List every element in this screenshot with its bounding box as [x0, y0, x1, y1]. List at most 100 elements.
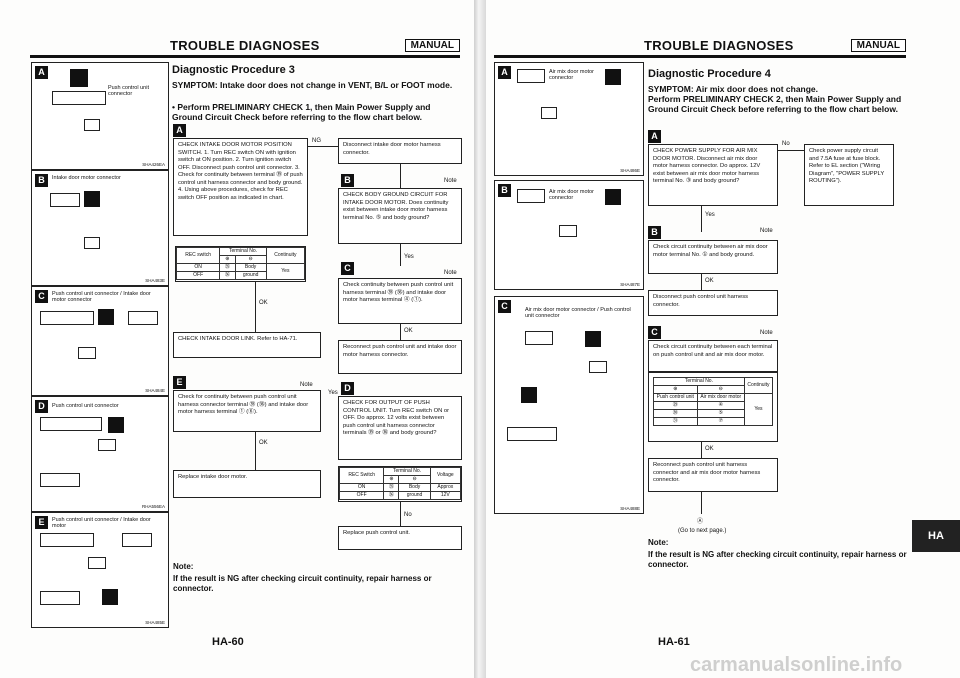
- flow-connector: [701, 274, 702, 290]
- diagram-badge: C: [498, 300, 511, 313]
- page-number: HA-60: [212, 636, 244, 648]
- ok-label: OK: [404, 328, 413, 334]
- flow-connector: [308, 146, 338, 147]
- procedure-title: Diagnostic Procedure 3: [172, 64, 295, 76]
- diagram-code: SHA485E: [145, 620, 165, 625]
- connector-icon: [98, 309, 114, 325]
- diagram-a: A Air mix door motor connector SHA486E: [494, 62, 644, 176]
- table-cell: ⊖: [398, 475, 431, 484]
- diagram-badge: A: [35, 66, 48, 79]
- table-cell: Air mix door motor: [696, 393, 745, 402]
- flow-label-c: C: [648, 326, 661, 339]
- diagram-b: B Air mix door motor connector SHA487E: [494, 180, 644, 290]
- meter-icon: [559, 225, 577, 237]
- step-check-fuse: Check power supply circuit and 7.5A fuse…: [804, 144, 894, 206]
- diagram-label: Push control unit connector: [108, 85, 149, 98]
- connector-icon: [40, 473, 80, 487]
- table-cell: ④: [696, 401, 745, 410]
- diagram-label: Intake door motor connector: [52, 175, 121, 181]
- meter-icon: [78, 347, 96, 359]
- connector-icon: [102, 589, 118, 605]
- connector-icon: [40, 533, 94, 547]
- flow-connector: [778, 150, 804, 151]
- step-replace-intake: Replace intake door motor.: [173, 470, 321, 498]
- step-check-terminals: Check circuit continuity between each te…: [648, 340, 778, 372]
- flow-connector: [255, 282, 256, 332]
- right-page: TROUBLE DIAGNOSES MANUAL A Air mix door …: [486, 0, 960, 678]
- meter-icon: [541, 107, 557, 119]
- connector-icon: [50, 193, 80, 207]
- note-label: Note:: [173, 562, 194, 571]
- page-number: HA-61: [658, 636, 690, 648]
- diagram-a: A Push control unit connector SHA426EA: [31, 62, 169, 170]
- flow-connector: [400, 324, 401, 340]
- flow-connector: [400, 244, 401, 266]
- table-cell: Push control unit: [653, 393, 698, 402]
- table-cell: Body: [234, 263, 267, 272]
- diagram-badge: A: [498, 66, 511, 79]
- flow-label-e: E: [173, 376, 186, 389]
- table-cell: ㉙: [653, 401, 698, 410]
- note-tag: Note: [760, 330, 773, 336]
- diagram-label: Air mix door motor connector / Push cont…: [525, 307, 631, 320]
- connector-icon: [108, 417, 124, 433]
- right-header: TROUBLE DIAGNOSES MANUAL: [494, 36, 906, 58]
- note-tag: Note: [444, 270, 457, 276]
- step-check-continuity: Check continuity between push control un…: [338, 278, 462, 324]
- page-gutter: [474, 0, 486, 678]
- table-cell: ㊱: [383, 491, 400, 500]
- table-cell: Continuity: [743, 377, 774, 394]
- ok-label: OK: [705, 446, 714, 452]
- step-replace-push: Replace push control unit.: [338, 526, 462, 550]
- section-tab: HA: [912, 520, 960, 552]
- table-cell: ON: [175, 263, 221, 272]
- connector-icon: [40, 591, 80, 605]
- step-reconnect: Reconnect push control unit harness conn…: [648, 458, 778, 492]
- connector-icon: [70, 69, 88, 87]
- connector-icon: [517, 69, 545, 83]
- left-header-badge: MANUAL: [404, 39, 460, 52]
- diagram-label: Push control unit connector: [52, 403, 119, 409]
- diagram-label: Push control unit connector / Intake doo…: [52, 291, 151, 304]
- step-check-ground: CHECK BODY GROUND CIRCUIT FOR INTAKE DOO…: [338, 188, 462, 244]
- goto-next-page: (Go to next page.): [678, 528, 727, 534]
- connector-icon: [605, 69, 621, 85]
- connector-icon: [585, 331, 601, 347]
- table-cell: ground: [234, 271, 267, 280]
- table-cell: Yes: [743, 393, 774, 426]
- table-cell: ㉛: [653, 417, 698, 426]
- table-cell: ⊕: [383, 475, 400, 484]
- left-page: TROUBLE DIAGNOSES MANUAL A Push control …: [0, 0, 474, 678]
- procedure-title: Diagnostic Procedure 4: [648, 68, 771, 80]
- table-cell: ON: [338, 483, 385, 492]
- note-label: Note:: [648, 538, 669, 547]
- meter-icon: [84, 119, 100, 131]
- table-cell: ⊖: [696, 385, 745, 394]
- note-tag: Note: [760, 228, 773, 234]
- step-reconnect: Reconnect push control unit and intake d…: [338, 340, 462, 374]
- diagram-code: SHA484E: [145, 388, 165, 393]
- note-text: If the result is NG after checking circu…: [648, 550, 907, 569]
- flow-label-c: C: [341, 262, 354, 275]
- flow-connector: [400, 502, 401, 526]
- table-cell: REC Switch: [338, 467, 385, 484]
- connector-icon: [40, 417, 102, 431]
- meter-icon: [84, 237, 100, 249]
- step-check-power: CHECK POWER SUPPLY FOR AIR MIX DOOR MOTO…: [648, 144, 778, 206]
- flow-label-b: B: [341, 174, 354, 187]
- table-cell: ⊕: [653, 385, 698, 394]
- flow-label-b: B: [648, 226, 661, 239]
- symptom-text: SYMPTOM: Air mix door does not change.: [648, 84, 819, 94]
- diagram-code: SHA426EA: [142, 162, 165, 167]
- right-header-badge: MANUAL: [850, 39, 906, 52]
- diagram-badge: B: [498, 184, 511, 197]
- connector-icon: [525, 331, 553, 345]
- table-cell: Terminal No.: [383, 467, 431, 476]
- bullet-text: • Perform PRELIMINARY CHECK 1, then Main…: [172, 102, 431, 123]
- ok-label: OK: [259, 300, 268, 306]
- no-label: No: [782, 141, 790, 147]
- flow-connector: [255, 432, 256, 470]
- left-header-title: TROUBLE DIAGNOSES: [170, 38, 320, 53]
- diagram-e: E Push control unit connector / Intake d…: [31, 512, 169, 628]
- table-cell: ⑤: [696, 409, 745, 418]
